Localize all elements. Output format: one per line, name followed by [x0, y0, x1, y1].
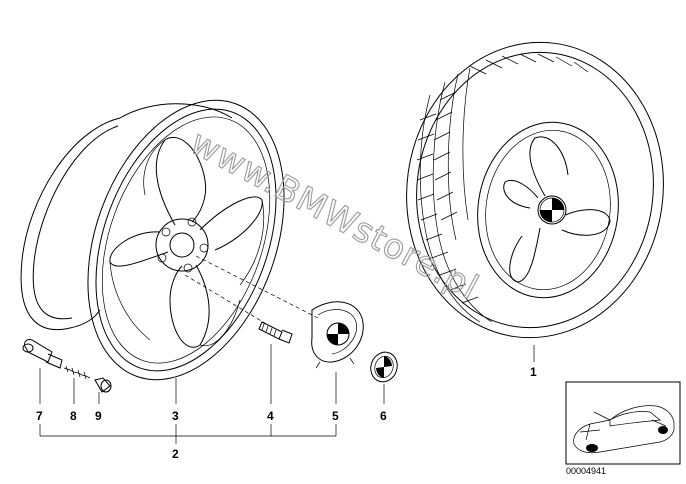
wheel-bolt — [258, 321, 293, 344]
callout-3: 3 — [172, 409, 179, 423]
complete-wheel-with-tire — [406, 41, 664, 339]
callout-2: 2 — [172, 447, 179, 461]
callout-labels: 1 2 3 4 5 6 7 8 9 — [36, 365, 537, 461]
callout-6: 6 — [380, 409, 387, 423]
callout-5: 5 — [332, 409, 339, 423]
callout-1: 1 — [530, 365, 537, 379]
light-alloy-rim — [20, 99, 285, 381]
callout-8: 8 — [70, 409, 77, 423]
wheel-emblem — [370, 351, 398, 383]
valve-insert — [63, 365, 91, 380]
callout-7: 7 — [36, 409, 43, 423]
tire-valve — [22, 339, 63, 369]
callout-9: 9 — [95, 409, 102, 423]
leader-lines — [39, 255, 535, 444]
hub-cap — [311, 301, 364, 369]
watermark: www.BMWstore.pl — [184, 123, 486, 309]
callout-4: 4 — [267, 409, 274, 423]
valve-cap — [94, 377, 112, 393]
vehicle-thumbnail — [565, 381, 681, 465]
reference-number: 00004941 — [566, 466, 606, 476]
